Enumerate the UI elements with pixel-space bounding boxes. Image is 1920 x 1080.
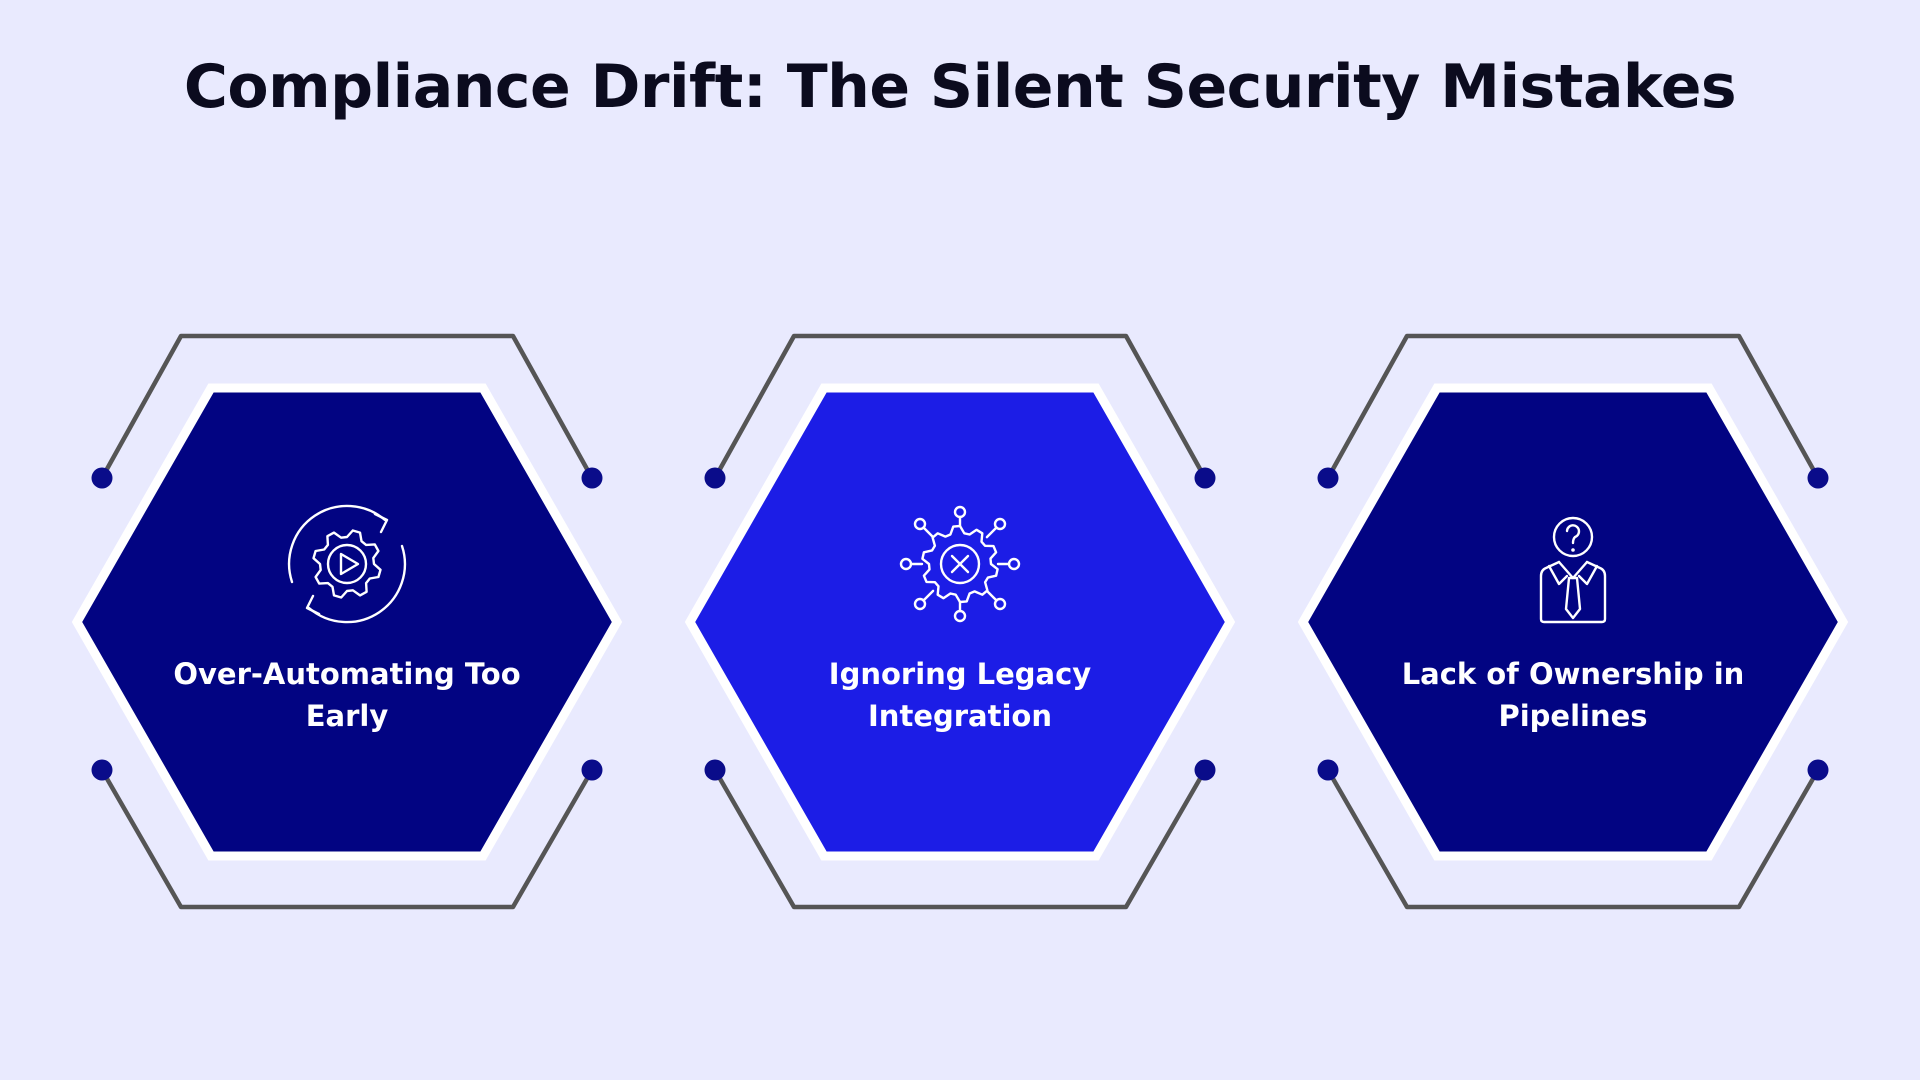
network-link	[922, 589, 935, 602]
network-node	[1007, 557, 1021, 571]
cycle-arrowhead-top	[373, 512, 389, 534]
network-node	[899, 557, 913, 571]
gear-outline	[312, 529, 382, 599]
network-link	[985, 526, 998, 539]
connector-dot	[91, 759, 113, 781]
lapel-right	[1577, 564, 1599, 586]
lapel-left	[1547, 564, 1569, 586]
necktie	[1564, 576, 1582, 620]
connector-dot	[1317, 467, 1339, 489]
network-link	[922, 526, 935, 539]
cycle-arrowhead-bottom	[305, 594, 321, 616]
frame-line-bottom	[100, 768, 594, 910]
connector-dot	[1317, 759, 1339, 781]
question-dot	[1571, 548, 1575, 552]
connector-dot	[704, 467, 726, 489]
frame-line-bottom	[1326, 768, 1820, 910]
hexagon-label-line: Early	[306, 699, 389, 733]
gear-inner-circle	[939, 543, 981, 585]
network-node	[913, 517, 927, 531]
gear-network-x-icon	[899, 505, 1021, 623]
frame-line-top	[100, 333, 594, 480]
cycle-arc-bottom	[307, 544, 407, 624]
network-node	[993, 597, 1007, 611]
frame-line-top	[713, 333, 1207, 480]
person-question-icon	[1539, 516, 1607, 624]
connector-dot	[91, 467, 113, 489]
connector-dot	[581, 467, 603, 489]
hexagon-label-line: Pipelines	[1498, 699, 1647, 733]
x-mark	[950, 554, 970, 574]
play-triangle	[339, 552, 360, 576]
network-node	[993, 517, 1007, 531]
frame-line-bottom	[713, 768, 1207, 910]
connector-dot	[1807, 759, 1829, 781]
page-title: Compliance Drift: The Silent Security Mi…	[183, 52, 1737, 122]
question-curve	[1565, 524, 1581, 545]
hexagon-card: Lack of Ownership in Pipelines	[1297, 333, 1849, 910]
body-outline	[1539, 560, 1607, 624]
head-circle	[1552, 516, 1594, 558]
gear-inner-circle	[326, 543, 368, 585]
connector-dot	[1194, 467, 1216, 489]
connector-dot	[704, 759, 726, 781]
hexagon-label-line: Lack of Ownership in	[1402, 657, 1745, 691]
network-node	[913, 597, 927, 611]
connector-dot	[1807, 467, 1829, 489]
network-node	[953, 609, 967, 623]
hexagon-label-line: Integration	[868, 699, 1052, 733]
hexagon-label-line: Ignoring Legacy	[829, 657, 1092, 691]
frame-line-top	[1326, 333, 1820, 480]
connector-dot	[581, 759, 603, 781]
connector-dot	[1194, 759, 1216, 781]
network-link	[985, 589, 998, 602]
gear-outline	[921, 524, 999, 604]
hexagon-label-line: Over-Automating Too	[173, 657, 520, 691]
cycle-arc-top	[287, 504, 387, 584]
gear-play-cycle-icon	[287, 504, 407, 624]
network-node	[953, 505, 967, 519]
